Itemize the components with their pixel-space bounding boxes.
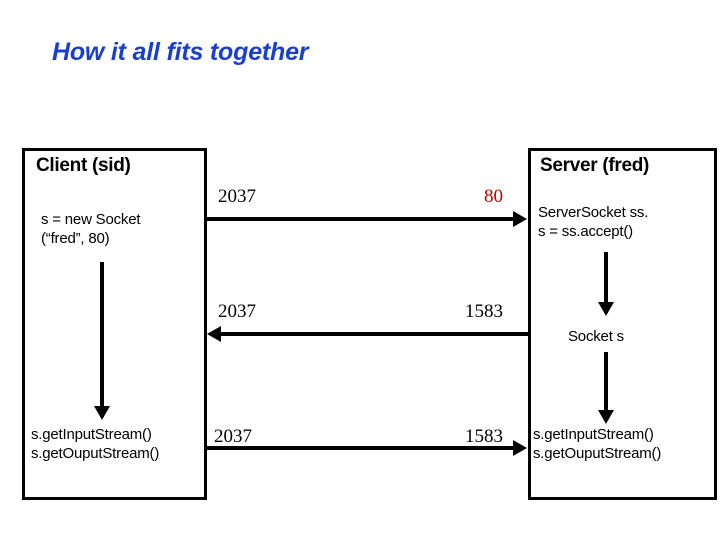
page-title: How it all fits together: [52, 38, 309, 66]
flow-2-dest-port: 1583: [465, 301, 503, 322]
client-code-line-1: s = new Socket: [41, 211, 141, 228]
flow-2-arrow-head-icon: [207, 326, 221, 342]
client-node-box: [22, 148, 207, 500]
server-node-box: [528, 148, 717, 500]
server-accept-arrow-head-icon: [598, 302, 614, 316]
server-socket-arrow-head-icon: [598, 410, 614, 424]
flow-2-arrow-shaft: [221, 332, 529, 336]
client-stream-block: s.getInputStream() s.getOuputStream(): [31, 425, 159, 463]
flow-1-arrow-shaft: [206, 217, 514, 221]
client-flow-arrow-head-icon: [94, 406, 110, 420]
server-code-block: ServerSocket ss. s = ss.accept(): [538, 203, 648, 241]
server-stream-block: s.getInputStream() s.getOuputStream(): [533, 425, 661, 463]
server-title: Server (fred): [540, 155, 650, 176]
flow-3-arrow-head-icon: [513, 440, 527, 456]
client-stream-line-2: s.getOuputStream(): [31, 445, 160, 462]
server-code-line-1: ServerSocket ss.: [538, 204, 649, 221]
server-stream-line-2: s.getOuputStream(): [533, 445, 662, 462]
flow-1-arrow-head-icon: [513, 211, 527, 227]
flow-3-source-port: 2037: [214, 426, 252, 447]
client-flow-arrow-shaft: [100, 262, 104, 408]
client-title: Client (sid): [36, 155, 131, 176]
flow-1-source-port: 2037: [218, 186, 256, 207]
client-code-line-2: (“fred”, 80): [41, 230, 110, 247]
client-stream-line-1: s.getInputStream(): [31, 426, 152, 443]
flow-3-arrow-shaft: [206, 446, 514, 450]
server-stream-line-1: s.getInputStream(): [533, 426, 654, 443]
server-code-line-2: s = ss.accept(): [538, 223, 633, 240]
flow-2-source-port: 2037: [218, 301, 256, 322]
server-socket-label: Socket s: [568, 328, 624, 345]
client-code-block: s = new Socket (“fred”, 80): [41, 210, 141, 248]
flow-3-dest-port: 1583: [465, 426, 503, 447]
flow-1-dest-port: 80: [484, 186, 503, 207]
server-socket-arrow-shaft: [604, 352, 608, 412]
server-accept-arrow-shaft: [604, 252, 608, 304]
